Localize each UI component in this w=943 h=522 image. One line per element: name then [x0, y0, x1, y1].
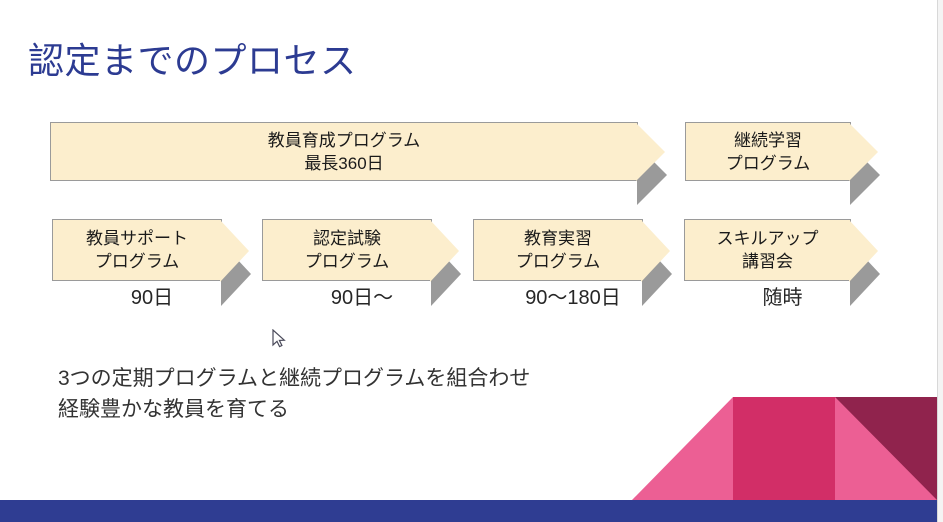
process-step-label: スキルアップ 講習会: [716, 229, 819, 271]
duration-label-skill-up-seminar: 随時: [762, 287, 803, 309]
process-step-teacher-support-program[interactable]: 教員サポート プログラム: [52, 219, 251, 306]
process-step-label: 教員育成プログラム 最長360日: [267, 130, 421, 173]
mouse-cursor-arrow-icon: [272, 329, 286, 348]
duration-label-teacher-support-program: 90日: [130, 287, 174, 309]
process-step-teacher-training-program[interactable]: 教員育成プログラム 最長360日: [50, 122, 667, 205]
decorative-rect-middle: [733, 397, 835, 500]
page-title: 認定までのプロセス: [28, 40, 357, 81]
process-step-label: 教員サポート プログラム: [86, 229, 188, 271]
process-step-label: 継続学習 プログラム: [725, 130, 811, 173]
process-step-teaching-practice-program[interactable]: 教育実習 プログラム: [473, 219, 672, 306]
duration-label-teaching-practice-program: 90〜180日: [525, 287, 621, 309]
footer-bar: [0, 500, 937, 522]
decorative-triangle-right: [835, 397, 937, 500]
duration-label-certification-exam-program: 90日〜: [330, 287, 394, 309]
decorative-triangle-left: [632, 397, 733, 500]
process-step-certification-exam-program[interactable]: 認定試験 プログラム: [262, 219, 461, 306]
process-step-continuing-study-program[interactable]: 継続学習 プログラム: [685, 122, 880, 205]
process-step-label: 教育実習 プログラム: [515, 229, 601, 271]
process-step-label: 認定試験 プログラム: [304, 229, 390, 271]
process-step-skill-up-seminar[interactable]: スキルアップ 講習会: [684, 219, 880, 306]
summary-text: 3つの定期プログラムと継続プログラムを組合わせ 経験豊かな教員を育てる: [58, 367, 531, 421]
slide-right-gutter: [937, 0, 943, 522]
